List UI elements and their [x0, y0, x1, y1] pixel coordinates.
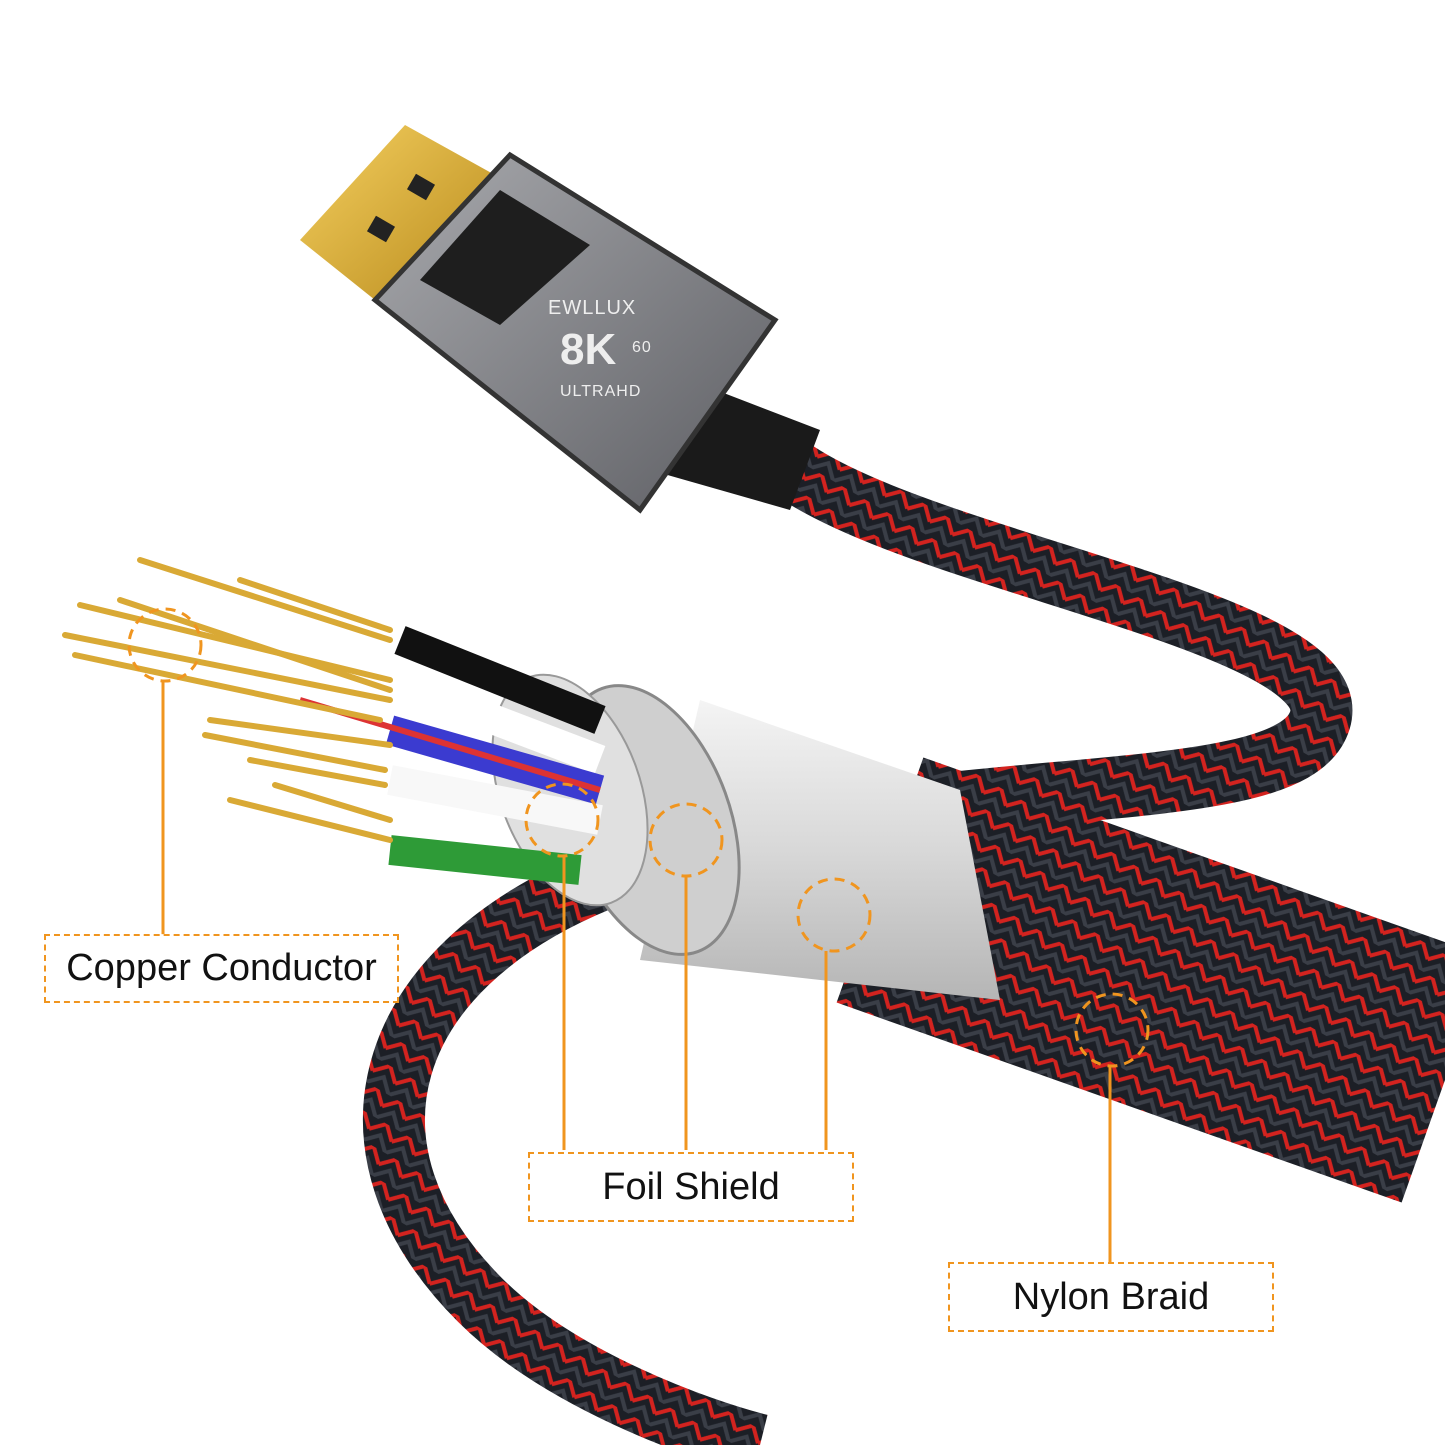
- nylon-marker: [1074, 992, 1150, 1068]
- refresh-badge: 60: [632, 339, 652, 356]
- copper-strands: [62, 557, 393, 843]
- label-foil-shield: Foil Shield: [528, 1152, 854, 1222]
- latch-button: [420, 190, 590, 325]
- inner-wires: [299, 626, 606, 885]
- plug-hole: [366, 215, 396, 243]
- plug-hole: [406, 173, 436, 201]
- brand-logo: EWLLUX: [548, 297, 637, 319]
- foil-marker-3: [796, 877, 872, 953]
- foil-marker-2: [648, 802, 724, 878]
- gold-plug: [300, 125, 495, 300]
- label-nylon-braid: Nylon Braid: [948, 1262, 1274, 1332]
- foil-marker-1: [524, 782, 600, 858]
- copper-marker: [127, 607, 203, 683]
- label-copper-conductor: Copper Conductor: [44, 934, 399, 1003]
- foil-shield: [640, 700, 1000, 1000]
- resolution-logo: 8K: [560, 325, 617, 374]
- ultrahd-logo: ULTRAHD: [560, 383, 642, 400]
